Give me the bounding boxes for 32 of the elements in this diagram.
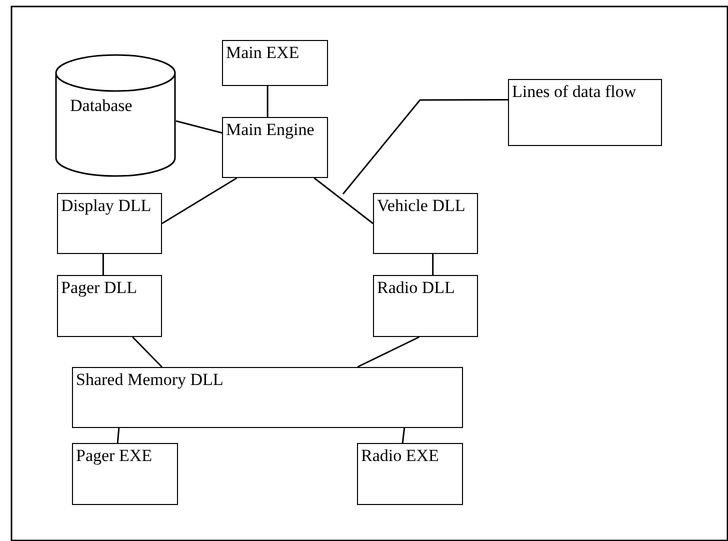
node-label: Radio EXE — [361, 446, 440, 466]
process-box — [72, 443, 178, 505]
connector-line — [132, 336, 162, 368]
node-label: Main Engine — [226, 120, 316, 140]
connector-line — [266, 86, 268, 117]
process-box — [72, 367, 463, 428]
process-box — [508, 79, 662, 146]
process-box — [57, 193, 162, 254]
process-box — [373, 275, 478, 337]
process-box — [373, 193, 478, 254]
connector-line — [116, 428, 120, 444]
process-box — [222, 117, 328, 178]
node-label: Lines of data flow — [512, 82, 638, 102]
node-label: Radio DLL — [377, 278, 456, 298]
connector-line — [314, 177, 374, 224]
node-label: Vehicle DLL — [377, 196, 466, 216]
process-box — [222, 40, 328, 86]
node-label: Pager DLL — [61, 278, 138, 298]
connector-line — [176, 120, 222, 134]
node-label: Pager EXE — [76, 446, 154, 466]
process-box — [357, 443, 463, 505]
node-label: Database — [70, 96, 132, 116]
node-label: Main EXE — [226, 43, 300, 64]
connector-line — [402, 428, 406, 444]
leader-line — [342, 99, 508, 194]
connector-line — [432, 254, 434, 275]
process-box — [57, 275, 162, 337]
connector-line — [357, 336, 420, 368]
connector-line — [102, 254, 104, 275]
node-label: Display DLL — [61, 196, 152, 216]
node-label: Shared Memory DLL — [76, 370, 224, 390]
connector-line — [162, 177, 238, 224]
